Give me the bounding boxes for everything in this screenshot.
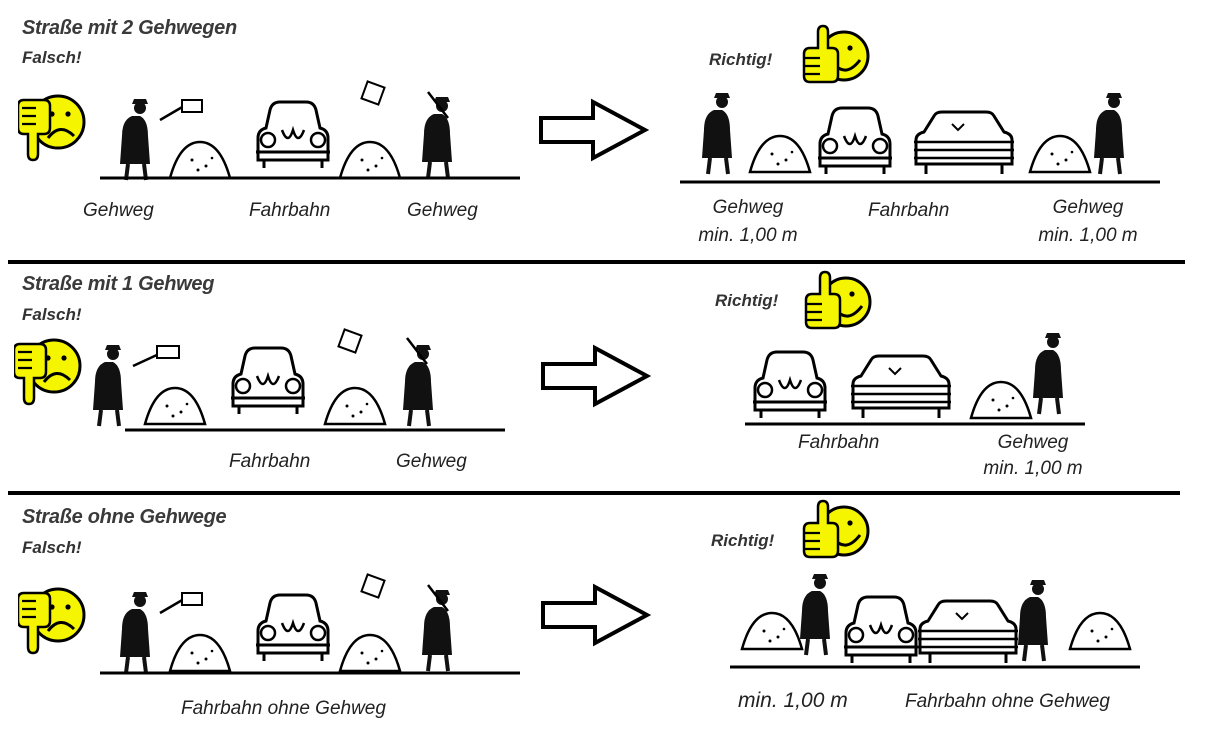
label-roadway: Fahrbahn [868, 200, 950, 221]
person-right [401, 343, 435, 428]
snow-heap-right [338, 633, 402, 673]
snow-heap-right [323, 386, 387, 426]
section-no-sidewalk: Straße ohne Gehwege Falsch! Fahrbahn ohn… [0, 495, 1207, 744]
label-min-width: min. 1,00 m [983, 458, 1083, 479]
label-roadway-without-sidewalk: Fahrbahn ohne Gehweg [181, 698, 386, 719]
right-arrow-icon [541, 585, 649, 645]
snow-heap-left [740, 611, 804, 651]
person-left [91, 343, 125, 428]
right-scene-illustration [680, 91, 1160, 184]
snow-heap-right [1068, 611, 1132, 651]
label-sidewalk-name: Gehweg [712, 197, 784, 218]
label-sidewalk: Gehweg min. 1,00 m [688, 194, 808, 250]
person-right [1092, 91, 1126, 176]
section-divider [8, 491, 1180, 495]
wrong-scene-illustration [100, 80, 520, 182]
label-sidewalk-name: Gehweg [997, 432, 1069, 453]
car-beetle [254, 100, 332, 170]
thumbs-up-happy-smiley-icon [802, 499, 870, 559]
snow-heap-left [748, 134, 812, 174]
right-scene-illustration [745, 331, 1085, 426]
person-right [420, 588, 454, 673]
right-arrow-icon [541, 346, 649, 406]
snow-heap-right [338, 140, 402, 180]
car-beetle [229, 346, 307, 416]
label-min-width: min. 1,00 m [698, 225, 798, 246]
snow-heap-left [168, 140, 232, 180]
car-sedan [849, 354, 953, 420]
right-verdict: Richtig! [711, 531, 775, 550]
snow-heap-left [143, 386, 207, 426]
label-sidewalk-name: Gehweg [1052, 197, 1124, 218]
person-left [798, 572, 832, 657]
wrong-scene-illustration [91, 328, 505, 432]
person-left [700, 91, 734, 176]
right-scene-illustration [730, 572, 1140, 669]
person [1031, 331, 1065, 416]
wrong-verdict: Falsch! [22, 305, 82, 324]
label-sidewalk: Gehweg [83, 200, 154, 221]
car-beetle [816, 106, 894, 176]
wrong-verdict: Falsch! [22, 538, 82, 557]
label-sidewalk: Gehweg [396, 451, 467, 472]
person-left [118, 97, 152, 182]
right-verdict: Richtig! [715, 291, 779, 310]
thumbs-down-sad-smiley-icon [18, 587, 86, 655]
car-beetle [751, 350, 829, 420]
right-verdict: Richtig! [709, 50, 773, 69]
person-right [420, 95, 454, 180]
car-sedan [912, 110, 1016, 176]
section-title: Straße mit 2 Gehwegen [22, 17, 237, 39]
label-min-width: min. 1,00 m [1038, 225, 1138, 246]
label-sidewalk: Gehweg min. 1,00 m [968, 430, 1098, 482]
car-sedan [916, 599, 1020, 665]
section-divider [8, 260, 1185, 264]
person-left [118, 590, 152, 675]
thumbs-down-sad-smiley-icon [18, 94, 86, 162]
section-two-sidewalks: Straße mit 2 Gehwegen Falsch! Gehweg Fah… [0, 0, 1207, 262]
snow-heap-left [168, 633, 232, 673]
section-one-sidewalk: Straße mit 1 Gehweg Falsch! Fahrbahn Geh… [0, 264, 1207, 494]
person-right [1016, 578, 1050, 663]
right-arrow-icon [539, 100, 647, 160]
snow-heap [969, 380, 1033, 420]
label-sidewalk: Gehweg min. 1,00 m [1028, 194, 1148, 250]
thumbs-down-sad-smiley-icon [14, 338, 82, 406]
label-roadway: Fahrbahn [798, 432, 880, 453]
label-roadway-without-sidewalk: Fahrbahn ohne Gehweg [905, 691, 1110, 712]
label-min-width: min. 1,00 m [738, 689, 848, 712]
section-title: Straße mit 1 Gehweg [22, 273, 215, 295]
wrong-scene-illustration [100, 573, 520, 675]
snow-heap-right [1028, 134, 1092, 174]
car-beetle [842, 595, 920, 665]
wrong-verdict: Falsch! [22, 48, 82, 67]
label-roadway: Fahrbahn [249, 200, 331, 221]
label-sidewalk: Gehweg [407, 200, 478, 221]
car-beetle [254, 593, 332, 663]
section-title: Straße ohne Gehwege [22, 506, 227, 528]
label-roadway: Fahrbahn [229, 451, 311, 472]
